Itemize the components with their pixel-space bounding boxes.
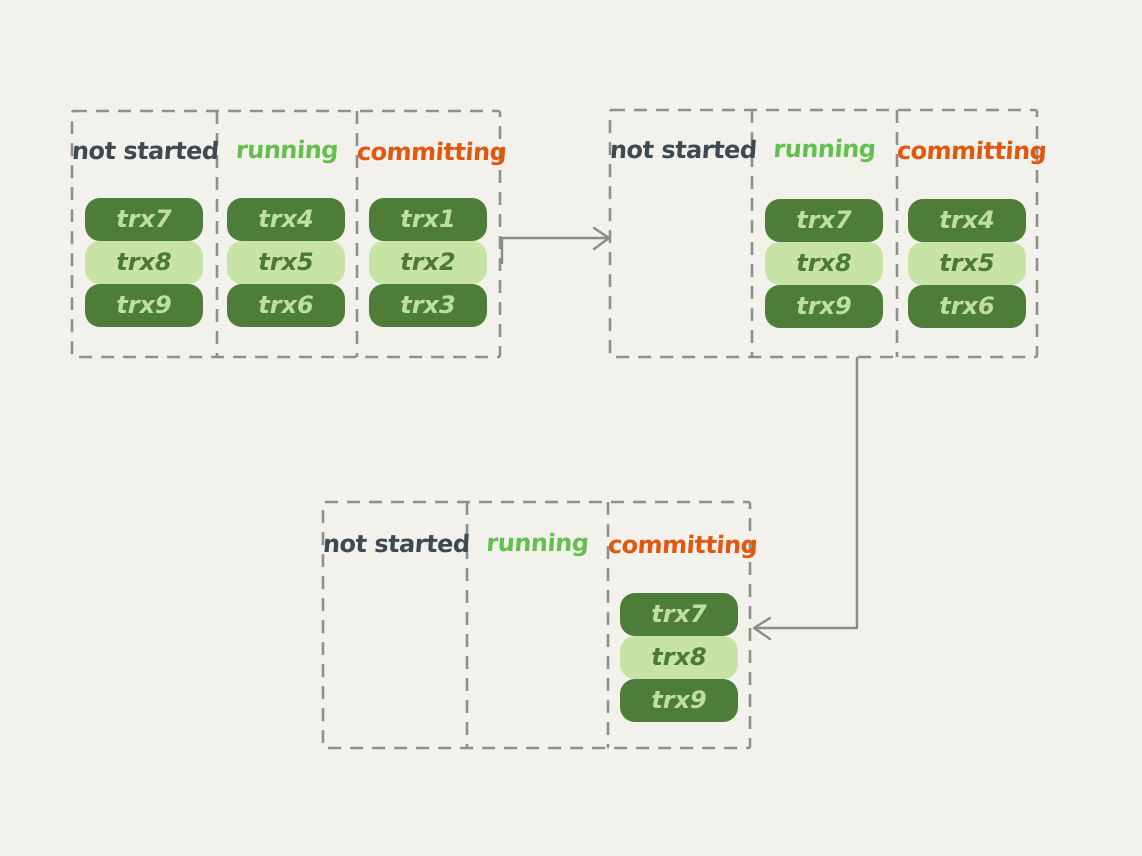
transaction-pill: trx5 bbox=[227, 241, 345, 284]
transaction-pill: trx6 bbox=[227, 284, 345, 327]
transaction-pill: trx3 bbox=[369, 284, 487, 327]
transaction-pill: trx2 bbox=[369, 241, 487, 284]
transaction-pill: trx7 bbox=[85, 198, 203, 241]
transaction-pill: trx8 bbox=[765, 242, 883, 285]
state-label-not-started: not started bbox=[609, 136, 758, 164]
state-label-not-started: not started bbox=[322, 530, 471, 558]
transaction-pill: trx9 bbox=[620, 679, 738, 722]
state-label-not-started: not started bbox=[71, 137, 220, 165]
state-label-running: running bbox=[485, 529, 590, 557]
transaction-pill: trx6 bbox=[908, 285, 1026, 328]
transaction-pill: trx4 bbox=[908, 199, 1026, 242]
state-label-committing: committing bbox=[607, 531, 759, 559]
transaction-pill: trx8 bbox=[620, 636, 738, 679]
state-label-committing: committing bbox=[356, 138, 508, 166]
transaction-pill: trx8 bbox=[85, 241, 203, 284]
transaction-pill: trx9 bbox=[765, 285, 883, 328]
transaction-pill: trx1 bbox=[369, 198, 487, 241]
state-label-committing: committing bbox=[896, 137, 1048, 165]
arrowhead-icon bbox=[752, 616, 772, 641]
flow-arrow bbox=[500, 236, 610, 265]
arrowhead-icon bbox=[592, 226, 611, 251]
transaction-pill: trx4 bbox=[227, 198, 345, 241]
transaction-pill: trx7 bbox=[620, 593, 738, 636]
transaction-pill: trx7 bbox=[765, 199, 883, 242]
state-label-running: running bbox=[772, 135, 877, 163]
state-label-running: running bbox=[234, 136, 340, 164]
transaction-pill: trx9 bbox=[85, 284, 203, 327]
flow-arrow bbox=[753, 356, 859, 630]
transaction-pill: trx5 bbox=[908, 242, 1026, 285]
